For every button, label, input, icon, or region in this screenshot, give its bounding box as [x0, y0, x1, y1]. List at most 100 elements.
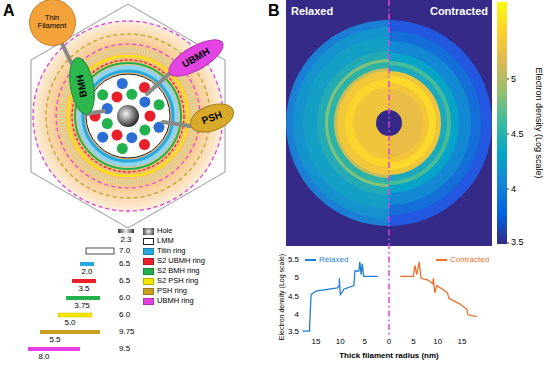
legend-swatch [143, 248, 154, 255]
dot [117, 143, 128, 154]
s2-bmh-bar [66, 296, 100, 300]
lmm-bar [86, 248, 114, 254]
ubmh-bar [28, 347, 80, 351]
density-ring [328, 62, 389, 184]
dot [139, 139, 150, 150]
density-ring [293, 27, 389, 219]
dot [126, 132, 137, 143]
node-label: BMH [75, 74, 89, 98]
legend-line-sample [436, 259, 447, 261]
density-ring [286, 20, 389, 226]
density-ring [389, 61, 451, 185]
legend-label: LMM [157, 237, 174, 245]
tick-label: 4.5 [288, 293, 299, 301]
node-label: Thin Filament [35, 14, 69, 30]
dimension-value: 9.5 [119, 345, 130, 353]
density-ring [303, 37, 389, 209]
tick-label: 10 [336, 338, 345, 346]
dimension-value: 9.75 [119, 328, 135, 336]
density-hole [389, 110, 402, 136]
symmetry-axis [388, 0, 390, 336]
dimension-value: 7.0 [119, 247, 130, 255]
psh-bar [40, 330, 100, 334]
tick-label: 5 [362, 338, 366, 346]
stalk-connector [62, 43, 71, 63]
density-ring [389, 20, 492, 226]
tick-label: 4.5 [511, 130, 524, 139]
lmm-region [86, 74, 170, 158]
contracted-curve [400, 262, 477, 317]
legend-label: Contracted [450, 256, 489, 264]
tick-label: 4 [295, 311, 299, 319]
axis-title: Electron density (Log scale) [534, 67, 543, 178]
density-ring [334, 68, 389, 178]
legend-swatch [143, 278, 154, 285]
tick-label: 0 [387, 338, 391, 346]
dimension-value: 8.0 [38, 353, 49, 361]
dot [126, 89, 137, 100]
dimension-value: 5.0 [64, 319, 75, 327]
dot [97, 132, 108, 143]
legend-swatch [143, 238, 154, 245]
density-ring [389, 76, 436, 170]
tick-label: 5.5 [288, 256, 299, 264]
tick [507, 79, 509, 80]
dot [102, 118, 113, 129]
panel-letter: A [3, 3, 15, 19]
legend-swatch [143, 298, 154, 305]
tick-label: 15 [458, 338, 467, 346]
dimension-value: 5.5 [49, 336, 60, 344]
legend-label: S2 BMH ring [157, 267, 200, 275]
relaxed-half [286, 20, 389, 226]
tick-label: 3.5 [288, 328, 299, 336]
bmh-head: BMH [65, 55, 99, 116]
tick [507, 243, 509, 244]
dot [117, 78, 128, 89]
state-title: Contracted [430, 6, 488, 17]
density-ring [389, 41, 471, 205]
thin-filament-circle: Thin Filament [29, 0, 76, 46]
tick-label: 5 [295, 274, 299, 282]
central-hole [117, 105, 139, 127]
dimension-value: 3.75 [74, 302, 90, 310]
density-ring [345, 79, 389, 167]
s2-psh-bar [58, 313, 92, 317]
legend-gradient-swatch [143, 228, 154, 235]
titin-bar [80, 262, 94, 266]
color-bar-ticks [507, 79, 509, 243]
titin-band [80, 68, 176, 164]
density-hole [376, 110, 389, 136]
relaxed-curve [302, 262, 378, 331]
tick [507, 189, 509, 190]
dimension-value: 2.0 [81, 268, 92, 276]
density-ring [389, 83, 429, 163]
density-ring [337, 71, 389, 175]
contracted-half [389, 20, 492, 226]
dot [139, 125, 150, 136]
dimension-value: 6.0 [119, 294, 130, 302]
ubmh-head: UBMH [163, 32, 229, 84]
dimension-value: 6.0 [119, 311, 130, 319]
dot [97, 89, 108, 100]
legend-swatch [143, 258, 154, 265]
legend-label: Titin ring [157, 247, 185, 255]
dot [145, 111, 156, 122]
dot [112, 130, 123, 141]
dimension-bars [28, 229, 134, 351]
panel-letter: B [268, 3, 280, 19]
tick-label: 5 [411, 338, 415, 346]
node-label: UBMH [180, 46, 211, 70]
tick-label: 4 [511, 185, 516, 194]
tick [507, 134, 509, 135]
dimension-value: 6.5 [119, 277, 130, 285]
s2-ubmh-bar [72, 279, 96, 283]
legend-swatch [143, 288, 154, 295]
dimension-value: 2.3 [120, 236, 131, 244]
density-ring [389, 53, 459, 193]
axis-title: Electron density (Log scale) [278, 254, 285, 340]
density-ring [389, 31, 481, 215]
dot [154, 99, 165, 110]
legend-swatch [143, 268, 154, 275]
